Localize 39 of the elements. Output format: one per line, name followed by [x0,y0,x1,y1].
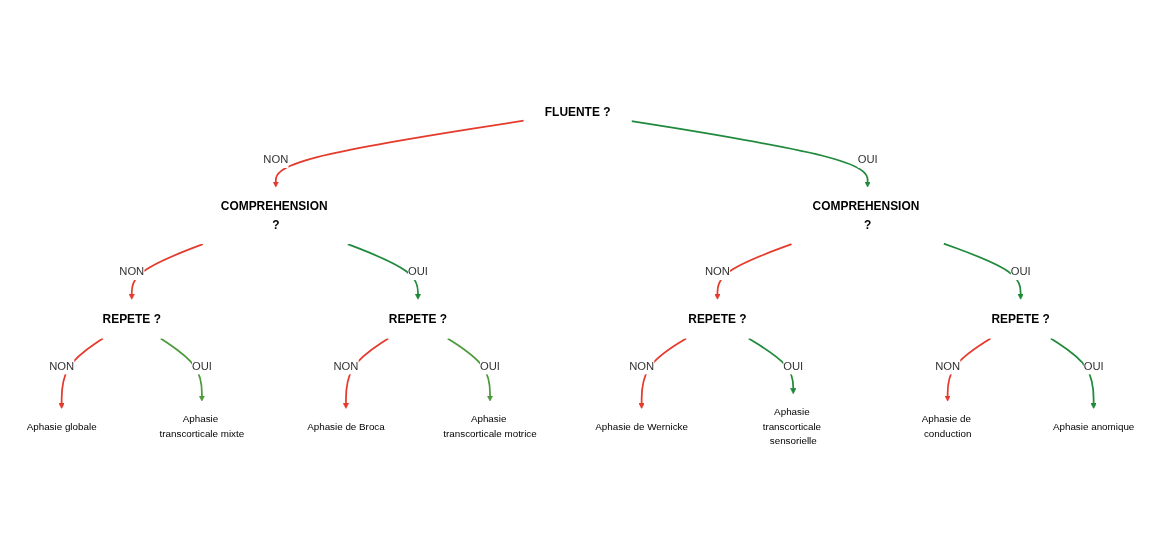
arrow [272,119,525,188]
arrow [446,337,494,402]
node-text: REPETE ? [102,312,161,326]
node-text: REPETE ? [991,312,1050,326]
edge-label: OUI [407,265,428,278]
node-text: FLUENTE ? [544,105,611,119]
node-text: Aphasie anomique [1052,420,1135,432]
edge-label: NON [119,265,145,278]
edge-label: NON [935,359,961,372]
edge-label: OUI [857,153,878,166]
node-text: REPETE ? [388,312,448,326]
node-text: Aphasie de Wernicke [595,420,688,432]
edge-label: OUI [191,359,212,372]
edge-label: OUI [480,359,500,372]
arrow [942,242,1024,300]
edge-label: NON [263,153,289,166]
node-text: COMPREHENSION ? [220,199,328,232]
node-text: REPETE ? [688,312,747,326]
node-text: Aphasie transcorticale motrice [443,413,537,440]
node-text: Aphasie de Broca [307,420,385,432]
arrow [747,337,797,395]
node-text: Aphasie transcorticale sensorielle [762,405,822,447]
node-text: COMPREHENSION ? [812,199,920,232]
arrow [128,243,204,300]
arrow [346,243,422,300]
arrow [159,337,205,402]
edge-label: NON [49,359,75,372]
node-text: Aphasie globale [26,420,97,432]
arrow [630,120,871,188]
edge-label: OUI [1010,265,1031,278]
arrow [1049,337,1097,409]
edge-label: NON [704,265,730,278]
node-text: Aphasie de conduction [921,413,972,440]
edge-label: OUI [1083,359,1104,372]
node-text: Aphasie transcorticale mixte [159,413,245,440]
edge-label: NON [333,359,359,372]
arrow [714,243,793,300]
edge-label: NON [629,359,655,372]
edge-label: OUI [783,359,804,372]
